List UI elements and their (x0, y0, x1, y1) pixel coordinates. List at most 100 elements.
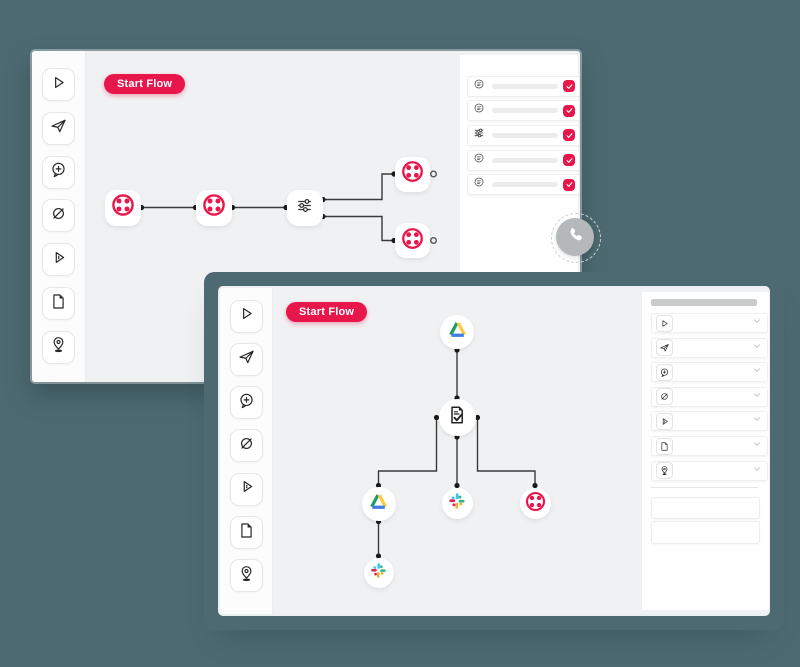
checkbox-checked[interactable] (563, 129, 575, 142)
dropdown-row-null[interactable] (651, 386, 768, 407)
flow-node-sliders[interactable] (286, 190, 323, 226)
toolbar-item-null[interactable] (42, 199, 75, 233)
twilio-icon (201, 192, 227, 223)
null-icon (656, 388, 673, 406)
checkbox-checked[interactable] (563, 154, 575, 166)
checklist-row[interactable] (467, 174, 580, 196)
toolbar-item-chat-add[interactable] (230, 386, 263, 420)
row-text-placeholder (492, 157, 558, 163)
sliders-icon (294, 195, 315, 221)
chevron-down-icon (751, 412, 763, 430)
sliders-mini-icon (472, 126, 486, 145)
flow-node-twilio[interactable] (395, 223, 430, 258)
list-circle-icon (472, 77, 486, 96)
checklist-row[interactable] (467, 149, 580, 171)
null-icon (49, 204, 68, 228)
document-icon (656, 437, 673, 455)
row-text-placeholder (492, 182, 558, 188)
location-pin-icon (49, 335, 68, 359)
chevron-down-icon (751, 388, 763, 406)
front-toolbar (220, 288, 273, 614)
list-circle-icon (472, 151, 486, 170)
chevron-down-icon (751, 314, 763, 332)
play-alert-icon (237, 477, 256, 501)
checklist-row[interactable] (467, 75, 580, 97)
chat-add-icon (49, 160, 68, 184)
checklist-row[interactable] (467, 100, 580, 122)
dropdown-row-location-pin[interactable] (651, 460, 768, 481)
flow-node-google-drive[interactable] (361, 486, 396, 521)
slack-icon (369, 561, 388, 585)
chat-add-icon (237, 391, 256, 415)
dropdown-panel (641, 292, 769, 610)
toolbar-item-send-plane[interactable] (230, 342, 263, 376)
dropdown-row-send-plane[interactable] (651, 337, 768, 358)
toolbar-item-chat-add[interactable] (42, 155, 75, 189)
panel-divider (651, 487, 758, 488)
phone-fab-button[interactable] (556, 218, 594, 256)
google-drive-icon (446, 318, 469, 346)
row-text-placeholder (492, 83, 558, 89)
start-flow-button[interactable]: Start Flow (286, 302, 368, 322)
toolbar-item-play[interactable] (230, 299, 263, 333)
send-plane-icon (656, 339, 673, 357)
chevron-down-icon (751, 339, 763, 357)
toolbar-item-location-pin[interactable] (230, 559, 263, 593)
flow-node-twilio[interactable] (196, 189, 232, 226)
toolbar-item-play-alert[interactable] (230, 472, 263, 506)
twilio-icon (400, 226, 425, 256)
checkbox-checked[interactable] (563, 80, 575, 93)
checklist-row[interactable] (467, 124, 580, 146)
play-icon (49, 73, 68, 97)
empty-input-field[interactable] (651, 520, 760, 544)
location-pin-icon (656, 462, 673, 480)
toolbar-item-play[interactable] (42, 68, 75, 101)
play-icon (237, 304, 256, 328)
checkbox-checked[interactable] (563, 178, 575, 191)
toolbar-item-location-pin[interactable] (42, 330, 75, 364)
flow-node-google-drive[interactable] (440, 315, 474, 349)
checkbox-checked[interactable] (563, 104, 575, 117)
empty-input-field[interactable] (651, 496, 760, 519)
toolbar-item-document[interactable] (230, 516, 263, 549)
flow-node-slack[interactable] (363, 558, 394, 588)
play-icon (656, 314, 673, 332)
row-text-placeholder (492, 132, 558, 138)
dropdown-row-chat-add[interactable] (651, 362, 768, 383)
back-toolbar (32, 51, 86, 382)
toolbar-item-null[interactable] (230, 429, 263, 463)
toolbar-item-document[interactable] (42, 287, 75, 320)
flow-builder-window-front: Start Flow (220, 288, 769, 614)
phone-icon (564, 224, 586, 251)
row-text-placeholder (492, 108, 558, 114)
null-icon (237, 434, 256, 458)
dropdown-row-play-alert[interactable] (651, 411, 768, 432)
chevron-down-icon (751, 437, 763, 455)
chevron-down-icon (751, 363, 763, 381)
slack-icon (447, 491, 467, 516)
flow-node-slack[interactable] (441, 488, 473, 519)
location-pin-icon (237, 564, 256, 588)
flow-node-twilio[interactable] (395, 156, 430, 192)
flow-node-twilio[interactable] (105, 189, 141, 226)
toolbar-item-send-plane[interactable] (42, 111, 75, 145)
start-flow-button[interactable]: Start Flow (104, 74, 186, 94)
twilio-icon (110, 192, 136, 223)
dropdown-row-play[interactable] (651, 313, 768, 333)
send-plane-icon (49, 116, 68, 140)
list-circle-icon (472, 101, 486, 120)
list-circle-icon (472, 175, 486, 194)
document-icon (237, 521, 256, 545)
chat-add-icon (656, 363, 673, 381)
chevron-down-icon (751, 462, 763, 480)
play-alert-icon (49, 248, 68, 272)
twilio-icon (524, 490, 547, 518)
flow-node-document-check[interactable] (438, 399, 476, 436)
dropdown-row-document[interactable] (651, 436, 768, 456)
document-icon (49, 292, 68, 316)
play-alert-icon (656, 412, 673, 430)
panel-header-placeholder (651, 299, 757, 306)
toolbar-item-play-alert[interactable] (42, 243, 75, 277)
flow-node-twilio[interactable] (519, 488, 551, 519)
